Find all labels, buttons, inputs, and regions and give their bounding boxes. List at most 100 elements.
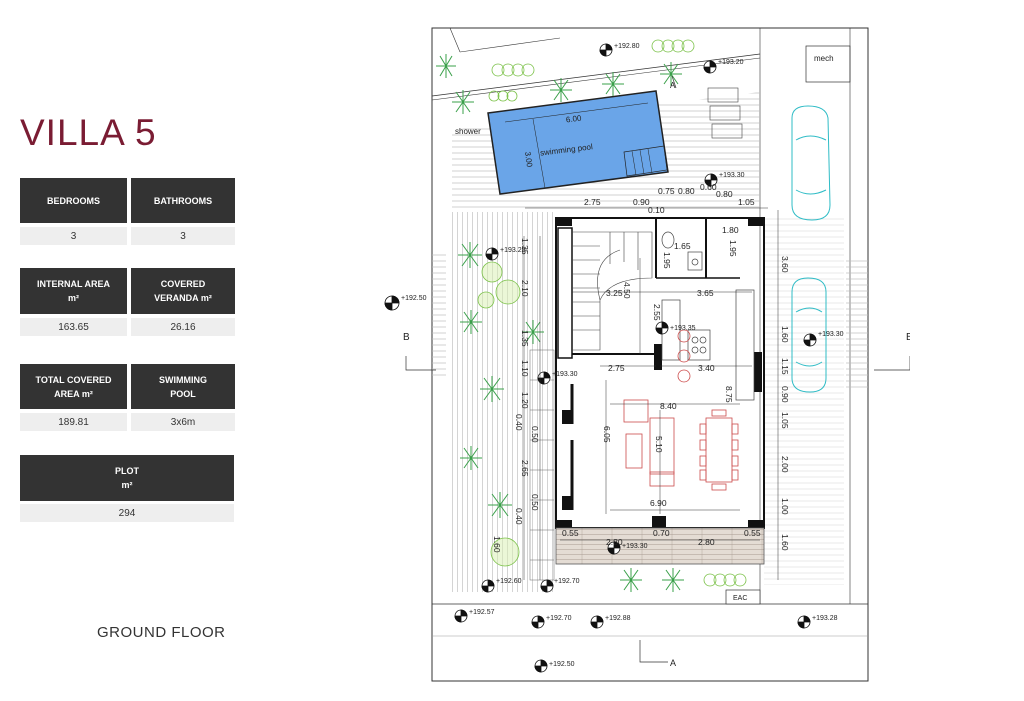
total-covered-header: TOTAL COVERED AREA m² (20, 364, 127, 409)
dimension-labels: 2.75 0.90 0.10 0.75 0.80 0.60 0.80 1.05 … (562, 182, 761, 547)
level-l4: +193.20 (500, 247, 526, 254)
dim-d42: 1.15 (780, 358, 790, 375)
level-l1: +192.80 (614, 43, 640, 50)
dim-d16: 2.55 (652, 304, 662, 321)
dim-d41: 1.60 (780, 326, 790, 343)
dim-d1: 2.75 (584, 197, 601, 207)
dim-d11: 1.95 (662, 252, 672, 269)
lounge-chairs (707, 87, 743, 139)
staircase (572, 231, 653, 351)
pool-value: 3x6m (170, 416, 196, 428)
level-labels: +192.80 +193.20 +193.30 +193.20 +192.50 … (401, 43, 844, 668)
dim-d24: 0.55 (562, 528, 579, 538)
dim-d44: 1.05 (780, 412, 790, 429)
dim-d2: 0.90 (633, 197, 650, 207)
pool-label: SWIMMING (159, 374, 207, 385)
covered-veranda (555, 527, 765, 565)
dim-d17: 2.75 (608, 363, 625, 373)
pool-label-2: POOL (170, 388, 196, 399)
bedrooms-value: 3 (70, 230, 77, 242)
dim-d37: 0.50 (530, 494, 540, 511)
dim-d9: 1.80 (722, 225, 739, 235)
dim-d32: 1.10 (520, 360, 530, 377)
section-b-right: B (906, 332, 910, 343)
internal-area-unit: m² (68, 293, 79, 303)
covered-veranda-header: COVERED VERANDA m² (131, 268, 235, 314)
dim-d45: 2.00 (780, 456, 790, 473)
dim-d30: 2.10 (520, 280, 530, 297)
dim-d19: 8.40 (660, 401, 677, 411)
dim-d25: 0.70 (653, 528, 670, 538)
eac-label: EAC (733, 595, 747, 602)
living-furniture (623, 399, 739, 491)
dim-d23: 6.90 (650, 498, 667, 508)
bedrooms-value-cell: 3 (20, 227, 127, 245)
dim-d14: 4.50 (622, 282, 632, 299)
internal-area-value-cell: 163.65 (20, 318, 127, 336)
dim-d39: 1.60 (492, 536, 502, 553)
level-l8: +193.30 (552, 371, 578, 378)
covered-veranda-label: COVERED (160, 279, 206, 289)
level-l10: +192.60 (496, 578, 522, 585)
bedrooms-label: BEDROOMS (46, 195, 100, 206)
total-covered-value-cell: 189.81 (20, 413, 127, 431)
bathrooms-header: BATHROOMS (131, 178, 235, 223)
internal-area-value: 163.65 (58, 321, 89, 333)
level-l16: +192.50 (549, 661, 575, 668)
bathrooms-value-cell: 3 (131, 227, 235, 245)
dim-d15: 3.65 (697, 288, 714, 298)
swimming-pool (487, 90, 669, 195)
eac-box (725, 589, 761, 605)
bedrooms-header: BEDROOMS (20, 178, 127, 223)
dim-d7: 0.80 (716, 189, 733, 199)
covered-veranda-label-2: VERANDA m² (154, 293, 212, 303)
dim-d5: 0.80 (678, 186, 695, 196)
dim-d8: 1.05 (738, 197, 755, 207)
dim-d4: 0.75 (658, 186, 675, 196)
shrub-icons (477, 39, 747, 587)
car-icon (791, 105, 831, 393)
floor-plan: swimming pool 6.00 3.00 shower mech (384, 27, 910, 682)
plot-value-cell: 294 (20, 504, 234, 522)
dim-d26: 0.55 (744, 528, 761, 538)
dim-d43: 0.90 (780, 386, 790, 403)
total-covered-label-2: AREA m² (54, 388, 93, 399)
bathrooms-value: 3 (180, 230, 186, 242)
dim-d35: 0.50 (530, 426, 540, 443)
level-l15: +193.28 (812, 615, 838, 622)
internal-area-header: INTERNAL AREA m² (20, 268, 127, 314)
level-l11: +192.70 (554, 578, 580, 585)
dim-d47: 1.60 (780, 534, 790, 551)
dim-d36: 2.65 (520, 460, 530, 477)
dim-d34: 0.40 (514, 414, 524, 431)
plot-label: PLOT (115, 466, 139, 476)
level-l12: +192.57 (469, 609, 495, 616)
covered-veranda-value-cell: 26.16 (131, 318, 235, 336)
level-l5: +192.50 (401, 295, 427, 302)
section-b-left: B (403, 332, 410, 343)
plant-icons (436, 54, 684, 592)
total-covered-label: TOTAL COVERED (35, 374, 112, 385)
dim-d29: 1.35 (520, 238, 530, 255)
covered-veranda-value: 26.16 (170, 321, 196, 333)
level-l14: +192.88 (605, 615, 631, 622)
pool-length-dim: 6.00 (565, 114, 582, 125)
level-marker-icons (384, 43, 817, 673)
dim-d27: 2.80 (606, 537, 623, 547)
plot-value: 294 (118, 507, 136, 519)
dim-d6: 0.60 (700, 182, 717, 192)
plot-header: PLOT m² (20, 455, 234, 501)
villa-title: VILLA 5 (20, 112, 157, 153)
dim-d33: 1.20 (520, 392, 530, 409)
total-covered-value: 189.81 (58, 416, 89, 428)
level-l3: +193.30 (719, 172, 745, 179)
shower-label: shower (455, 127, 481, 136)
dim-d10: 1.65 (674, 241, 691, 251)
dim-d31: 1.35 (520, 330, 530, 347)
level-l6: +193.35 (670, 325, 696, 332)
bathrooms-label: BATHROOMS (153, 195, 213, 206)
floor-label: GROUND FLOOR (97, 624, 226, 641)
dim-d20: 8.75 (724, 386, 734, 403)
dim-d46: 1.00 (780, 498, 790, 515)
pool-header: SWIMMING POOL (131, 364, 235, 409)
